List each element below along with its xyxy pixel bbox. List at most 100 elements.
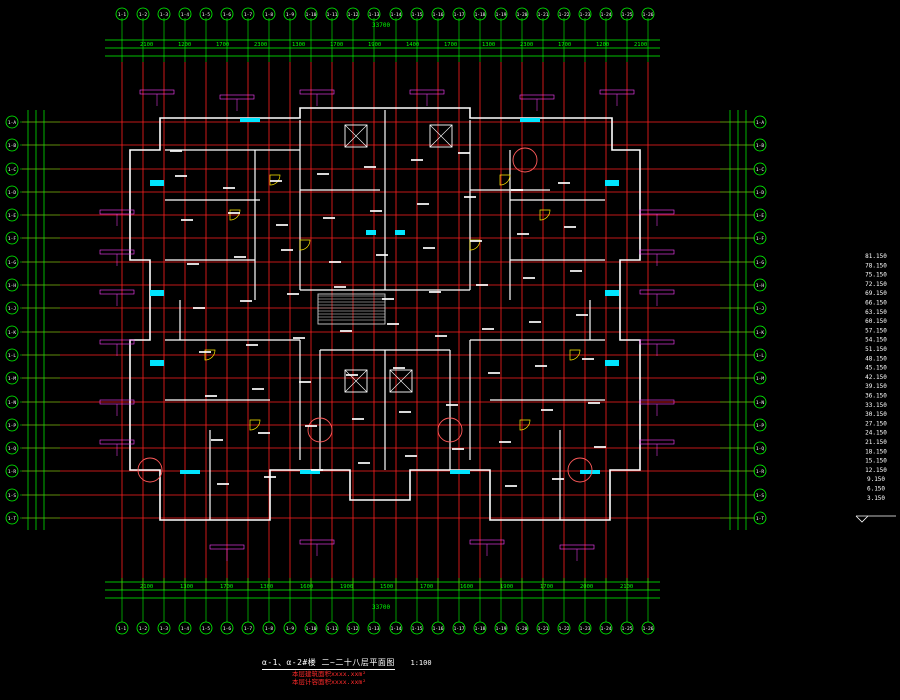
axis-bubble: 1-4: [178, 621, 192, 635]
axis-bubble: 1-A: [753, 115, 767, 129]
room-text-mark: [423, 247, 435, 249]
room-text-mark: [594, 446, 606, 448]
axis-bubble-circle: [410, 7, 424, 21]
axis-bubble-circle: [157, 621, 171, 635]
room-text-mark: [364, 166, 376, 168]
floor-elevation: 27.150: [865, 420, 887, 427]
dimension-text-top: 1700: [558, 42, 571, 48]
axis-bubble: 1-K: [5, 325, 19, 339]
window-band: [240, 118, 260, 122]
axis-bubble-label: 1-H: [8, 283, 16, 289]
axis-bubble-circle: [515, 621, 529, 635]
dimension-text-top: 1900: [368, 42, 381, 48]
axis-bubble-label: 1-Q: [756, 446, 764, 452]
dimension-text-bottom: 2100: [620, 584, 633, 590]
axis-bubble: 1-11: [325, 621, 339, 635]
floor-elevation: 12.150: [865, 467, 887, 474]
stair-outline: [317, 293, 386, 325]
room-details: [99, 89, 675, 561]
axis-bubble-label: 1-7: [244, 12, 252, 18]
axis-bubble: 1-8: [262, 621, 276, 635]
dimension-text-bottom: 1300: [260, 584, 273, 590]
axis-bubble-circle: [115, 7, 129, 21]
axis-bubble-circle: [262, 7, 276, 21]
axis-bubble: 1-S: [5, 488, 19, 502]
axis-bubble: 1-17: [452, 7, 466, 21]
room-text-mark: [370, 210, 382, 212]
axis-bubble: 1-L: [5, 348, 19, 362]
axis-bubble-label: 1-C: [8, 167, 16, 173]
axis-bubble: 1-1: [115, 621, 129, 635]
axis-bubble: 1-21: [536, 7, 550, 21]
axis-bubble: 1-E: [753, 208, 767, 222]
floor-elevation: 75.150: [865, 272, 887, 279]
axis-bubble: 1-24: [599, 7, 613, 21]
window-band: [520, 118, 540, 122]
axis-bubble-label: 1-2: [139, 626, 147, 632]
axis-bubble: 1-T: [753, 511, 767, 525]
axis-bubble: 1-23: [578, 7, 592, 21]
axis-bubble-circle: [753, 441, 767, 455]
axis-bubble: 1-B: [753, 138, 767, 152]
axis-bubble-label: 1-26: [643, 12, 654, 18]
axis-bubble-label: 1-K: [756, 330, 764, 336]
axis-bubble: 1-N: [5, 395, 19, 409]
floor-elevation: 78.150: [865, 262, 887, 269]
floor-elevation: 48.150: [865, 355, 887, 362]
axis-bubble-circle: [753, 464, 767, 478]
window-band: [395, 230, 405, 235]
axis-bubble: 1-10: [304, 621, 318, 635]
axis-bubble-circle: [157, 7, 171, 21]
axis-bubble: 1-15: [410, 7, 424, 21]
axis-bubble-circle: [5, 418, 19, 432]
floor-elevation: 69.150: [865, 290, 887, 297]
floor-elevation: 60.150: [865, 318, 887, 325]
axis-bubble-label: 1-M: [8, 376, 16, 382]
floor-elevation: 39.150: [865, 383, 887, 390]
axis-bubble: 1-M: [753, 371, 767, 385]
window-band: [150, 290, 164, 296]
window-band: [450, 470, 470, 474]
axis-bubble: 1-5: [199, 621, 213, 635]
door-swing: [249, 419, 261, 431]
building-outline: [129, 107, 641, 521]
axis-bubble: 1-1: [115, 7, 129, 21]
axis-bubble: 1-L: [753, 348, 767, 362]
room-text-mark: [558, 182, 570, 184]
axis-bubble: 1-Q: [753, 441, 767, 455]
axis-bubble-label: 1-19: [496, 626, 507, 632]
axis-bubble: 1-K: [753, 325, 767, 339]
axis-bubble-label: 1-2: [139, 12, 147, 18]
axis-bubble: 1-H: [753, 278, 767, 292]
annotation-label: [639, 339, 675, 345]
axis-bubble-circle: [536, 7, 550, 21]
axis-bubble-circle: [346, 621, 360, 635]
axis-bubble-circle: [5, 395, 19, 409]
axis-bubble-circle: [283, 621, 297, 635]
axis-bubble-label: 1-20: [517, 626, 528, 632]
axis-bubble: 1-6: [220, 7, 234, 21]
axis-bubble-circle: [346, 7, 360, 21]
red-axis-lines: [22, 62, 755, 590]
room-text-mark: [346, 374, 358, 376]
door-swing: [519, 419, 531, 431]
axis-bubble: 1-13: [367, 7, 381, 21]
axis-bubble-circle: [494, 621, 508, 635]
axis-bubble-label: 1-A: [8, 120, 16, 126]
window-band: [180, 470, 200, 474]
axis-bubble-label: 1-L: [756, 353, 764, 359]
axis-bubble-circle: [367, 7, 381, 21]
axis-bubble-circle: [5, 162, 19, 176]
annotation-label: [599, 89, 635, 95]
dimension-text-bottom: 1900: [500, 584, 513, 590]
axis-bubble-label: 1-15: [412, 626, 423, 632]
axis-bubble: 1-S: [753, 488, 767, 502]
axis-bubble-circle: [753, 138, 767, 152]
room-text-mark: [299, 381, 311, 383]
axis-bubble-label: 1-26: [643, 626, 654, 632]
dimension-text-top: 1700: [444, 42, 457, 48]
room-text-mark: [505, 485, 517, 487]
window-band: [150, 180, 164, 186]
window-band: [605, 360, 619, 366]
